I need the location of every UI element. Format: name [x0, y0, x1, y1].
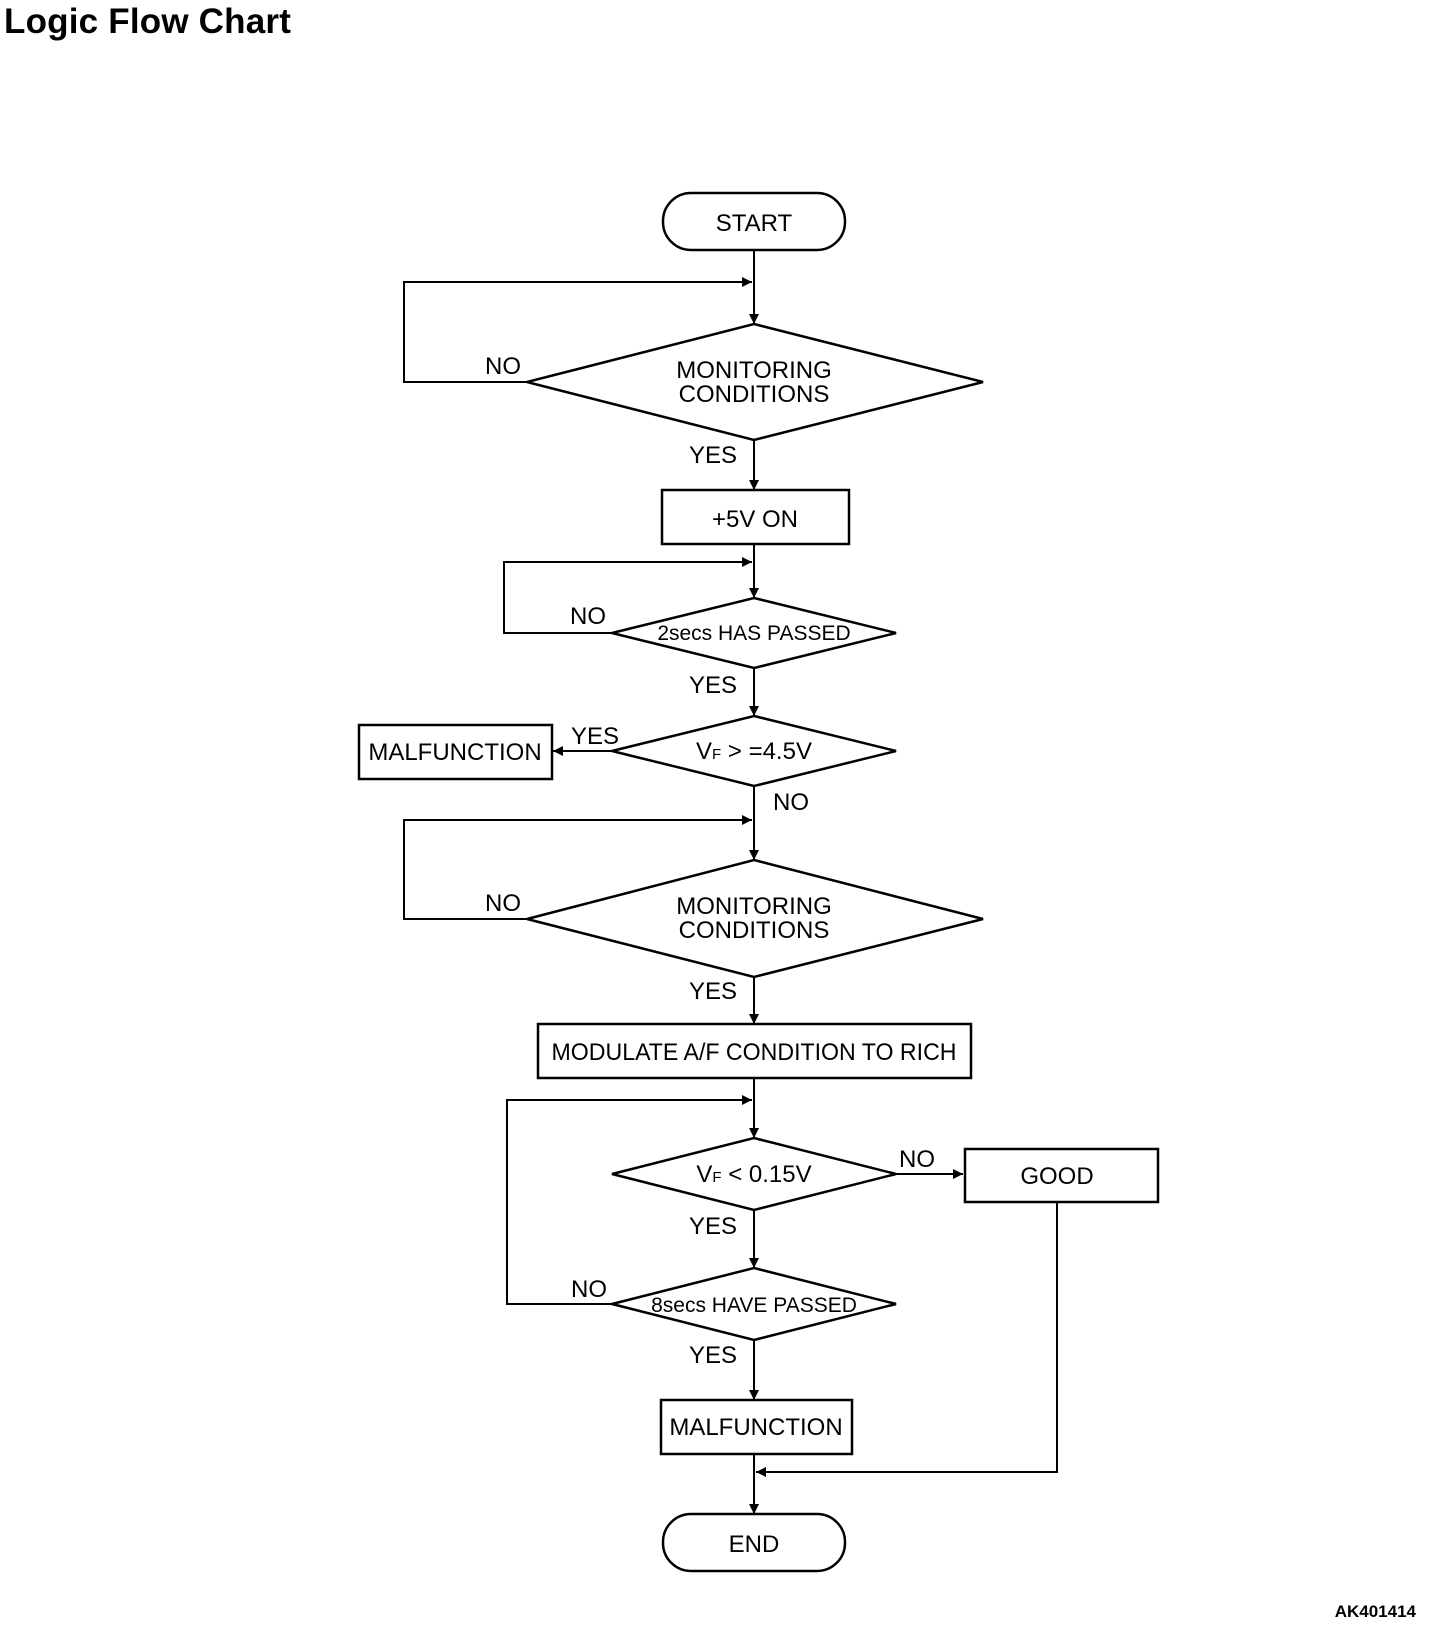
label-no-vf-low: NO	[899, 1146, 935, 1173]
modulate-label: MODULATE A/F CONDITION TO RICH	[552, 1039, 957, 1066]
malfunction-2-label: MALFUNCTION	[669, 1414, 842, 1441]
vf-high-label: VF > =4.5V	[696, 738, 812, 765]
good-process: GOOD	[963, 1147, 1160, 1204]
modulate-process: MODULATE A/F CONDITION TO RICH	[536, 1022, 973, 1080]
vf-low-label: VF < 0.15V	[696, 1161, 811, 1188]
wait-8s-decision: 8secs HAVE PASSED	[611, 1266, 897, 1342]
label-no-vf-high: NO	[773, 789, 809, 816]
edge-loop-wait-8s	[506, 1095, 752, 1305]
good-label: GOOD	[1020, 1163, 1093, 1190]
power-on-process: +5V ON	[660, 488, 851, 546]
malfunction-process-2: MALFUNCTION	[659, 1398, 854, 1456]
monitoring-2-line-2: CONDITIONS	[679, 917, 830, 944]
start-label: START	[716, 210, 793, 237]
label-no-monitoring-1: NO	[485, 353, 521, 380]
monitoring-1-line-1: MONITORING	[676, 357, 832, 384]
edge-loop-monitoring-2	[403, 815, 752, 920]
wait-2s-decision: 2secs HAS PASSED	[611, 596, 897, 670]
edge-loop-monitoring-1	[403, 277, 752, 383]
wait-2s-label: 2secs HAS PASSED	[657, 622, 850, 645]
page-title: Logic Flow Chart	[4, 2, 292, 41]
power-on-label: +5V ON	[712, 506, 798, 533]
label-no-monitoring-2: NO	[485, 890, 521, 917]
label-no-wait-2s: NO	[570, 603, 606, 630]
branch-labels: NO YES NO YES YES NO NO YES NO YES NO YE…	[485, 353, 935, 1369]
monitoring-2-line-1: MONITORING	[676, 893, 832, 920]
monitoring-conditions-decision-1: MONITORING CONDITIONS	[526, 322, 984, 442]
edge-good-to-end	[756, 1202, 1058, 1477]
start-terminator: START	[661, 191, 847, 252]
end-label: END	[729, 1531, 780, 1558]
label-no-wait-8s: NO	[571, 1276, 607, 1303]
monitoring-1-line-2: CONDITIONS	[679, 381, 830, 408]
vf-high-decision: VF > =4.5V	[611, 714, 897, 788]
monitoring-conditions-decision-2: MONITORING CONDITIONS	[526, 858, 984, 979]
label-yes-vf-high: YES	[571, 723, 619, 750]
label-yes-vf-low: YES	[689, 1213, 737, 1240]
vf-low-decision: VF < 0.15V	[611, 1136, 897, 1212]
label-yes-wait-8s: YES	[689, 1342, 737, 1369]
connectors	[403, 250, 1058, 1514]
label-yes-monitoring-2: YES	[689, 978, 737, 1005]
label-yes-wait-2s: YES	[689, 672, 737, 699]
label-yes-monitoring-1: YES	[689, 442, 737, 469]
malfunction-1-label: MALFUNCTION	[368, 739, 541, 766]
wait-8s-label: 8secs HAVE PASSED	[651, 1294, 857, 1317]
edge-loop-wait-2s	[503, 557, 752, 634]
end-terminator: END	[661, 1512, 847, 1573]
malfunction-process-1: MALFUNCTION	[357, 723, 554, 781]
figure-id: AK401414	[1334, 1602, 1416, 1621]
